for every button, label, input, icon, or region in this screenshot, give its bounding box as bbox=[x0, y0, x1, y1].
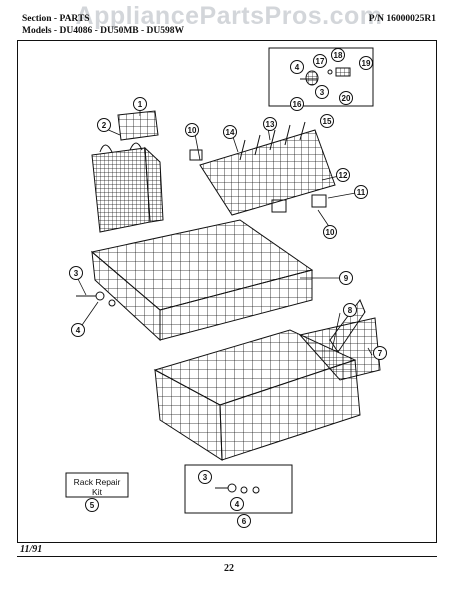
callout-label: 15 bbox=[323, 117, 332, 126]
callout-9 bbox=[339, 271, 353, 285]
rack-repair-kit-label: Rack Repair Kit bbox=[73, 477, 121, 497]
callout-10-upper bbox=[185, 123, 199, 137]
clip-rack-assembly bbox=[189, 121, 336, 216]
leader-lines bbox=[76, 110, 373, 356]
callout-label: 17 bbox=[316, 57, 325, 66]
callout-20 bbox=[339, 91, 353, 105]
detail-box-wheel-assembly bbox=[268, 47, 374, 107]
callout-label: 4 bbox=[76, 326, 81, 335]
callout-19 bbox=[359, 56, 373, 70]
callout-label: 14 bbox=[226, 128, 235, 137]
callout-1 bbox=[133, 97, 147, 111]
callout-label: 7 bbox=[378, 349, 383, 358]
callout-4-upper bbox=[71, 323, 85, 337]
callout-4-repair bbox=[230, 497, 244, 511]
callout-8 bbox=[343, 303, 357, 317]
callout-label: 1 bbox=[138, 100, 143, 109]
callout-15 bbox=[320, 114, 334, 128]
callout-label: 18 bbox=[334, 51, 343, 60]
lower-rack bbox=[153, 299, 381, 461]
callout-3-repair bbox=[198, 470, 212, 484]
callout-label: 10 bbox=[188, 126, 197, 135]
callout-label: 19 bbox=[362, 59, 371, 68]
callout-label: 4 bbox=[295, 63, 300, 72]
callout-label: 3 bbox=[74, 269, 79, 278]
detail-box-rack-repair bbox=[184, 464, 293, 514]
callout-label: 20 bbox=[342, 94, 351, 103]
rack-repair-kit-box bbox=[65, 472, 129, 498]
rack-stop-hardware bbox=[76, 291, 116, 307]
diagram-frame bbox=[17, 40, 437, 543]
cutlery-basket bbox=[91, 110, 164, 233]
callout-6 bbox=[237, 514, 251, 528]
callout-label: 6 bbox=[242, 517, 247, 526]
callout-11 bbox=[354, 185, 368, 199]
watermark-text: AppliancePartsPros.com bbox=[75, 2, 383, 30]
callout-label: 3 bbox=[320, 88, 325, 97]
callout-2 bbox=[97, 118, 111, 132]
callout-label: 12 bbox=[339, 171, 348, 180]
callout-label: 11 bbox=[357, 188, 366, 197]
callout-14 bbox=[223, 125, 237, 139]
callout-label: 16 bbox=[293, 100, 302, 109]
models-line: Models - DU4086 - DU50MB - DU598W bbox=[22, 26, 185, 36]
callout-5 bbox=[85, 498, 99, 512]
callout-10-lower bbox=[323, 225, 337, 239]
callout-3-upper bbox=[69, 266, 83, 280]
callout-label: 8 bbox=[348, 306, 353, 315]
revision-date: 11/91 bbox=[20, 544, 43, 555]
callout-17 bbox=[313, 54, 327, 68]
page-number: 22 bbox=[224, 563, 234, 574]
repair-hardware bbox=[215, 483, 260, 494]
callout-label: 10 bbox=[326, 228, 335, 237]
callout-label: 9 bbox=[344, 274, 349, 283]
callout-3-detail bbox=[315, 85, 329, 99]
section-title: Section - PARTS bbox=[22, 14, 90, 24]
callout-7 bbox=[373, 346, 387, 360]
callout-label: 2 bbox=[102, 121, 107, 130]
wheel-assembly-parts bbox=[300, 67, 351, 86]
callout-12 bbox=[336, 168, 350, 182]
callout-13 bbox=[263, 117, 277, 131]
callout-label: 13 bbox=[266, 120, 275, 129]
callout-label: 3 bbox=[203, 473, 208, 482]
part-number: P/N 16000025R1 bbox=[368, 14, 436, 24]
footer-divider bbox=[17, 556, 437, 557]
upper-rack bbox=[90, 219, 314, 342]
callout-label: 4 bbox=[235, 500, 240, 509]
callout-label: 5 bbox=[90, 501, 95, 510]
callout-4-detail bbox=[290, 60, 304, 74]
callout-16 bbox=[290, 97, 304, 111]
callout-18 bbox=[331, 48, 345, 62]
